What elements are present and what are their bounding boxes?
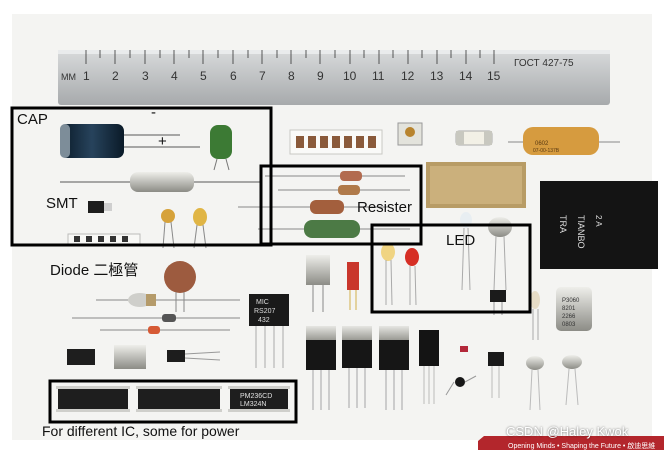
svg-text:6: 6 (230, 69, 237, 83)
photodiode (530, 291, 540, 340)
label-minus: - (151, 104, 156, 121)
to220-regulator-1 (306, 326, 336, 410)
footer-strip-text: Opening Minds • Shaping the Future • 啟迪思… (508, 443, 656, 450)
to126-transistor (419, 330, 439, 404)
pin-header (347, 262, 359, 310)
annotation-boxes (10, 106, 532, 424)
svg-text:PM236CD: PM236CD (240, 393, 272, 400)
svg-text:11: 11 (372, 69, 385, 83)
quartz-crystal: P3060 8201 2266 0803 (556, 287, 592, 331)
svg-text:0602: 0602 (535, 141, 549, 147)
metal-transistors (526, 355, 582, 411)
svg-text:9: 9 (317, 69, 324, 83)
resistors (238, 171, 410, 238)
svg-text:2 A: 2 A (594, 215, 603, 227)
ruler: MM 1 2 3 4 5 6 7 8 9 10 11 12 13 14 15 Г… (58, 50, 610, 105)
label-plus: + (158, 133, 167, 150)
dip-ic-1 (56, 386, 130, 412)
svg-text:1: 1 (83, 69, 90, 83)
to220-regulator-2 (342, 326, 372, 408)
small-diodes (445, 346, 477, 396)
svg-text:8201: 8201 (562, 306, 576, 312)
dip-ic-2 (136, 386, 222, 412)
trimmer-potentiometer (397, 122, 423, 146)
varistor-disc (164, 261, 196, 312)
relay: TRA TIANBO 2 A (540, 181, 658, 269)
dip-ic-3: PM236CD LM324N (228, 386, 290, 412)
box-resister (259, 164, 423, 246)
smd-resistor-strip (289, 129, 383, 155)
svg-text:LM324N: LM324N (240, 401, 266, 408)
box-led (370, 223, 532, 314)
svg-text:14: 14 (459, 69, 473, 83)
smd-capacitor (88, 201, 112, 213)
power-resistor (426, 162, 526, 208)
to220-regulator-3 (379, 326, 409, 410)
axial-capacitor (60, 172, 260, 192)
box-cap (10, 106, 273, 247)
film-capacitor (210, 125, 232, 171)
svg-text:MIC: MIC (256, 299, 269, 306)
svg-text:TRA: TRA (558, 215, 568, 233)
bridge-rectifier: MIC RS207 432 (249, 294, 289, 368)
ceramic-fuse: 0602 07-00-137B (508, 127, 620, 155)
label-cap: CAP (17, 111, 48, 128)
crystal-oscillator (306, 255, 330, 312)
ceramic-capacitors (161, 208, 207, 249)
svg-text:TIANBO: TIANBO (576, 215, 586, 249)
footer-strip: Opening Minds • Shaping the Future • 啟迪思… (478, 441, 664, 450)
svg-text:0803: 0803 (562, 322, 576, 328)
electrolytic-capacitor (60, 124, 200, 158)
svg-text:12: 12 (401, 69, 415, 83)
label-ic: For different IC, some for power (42, 423, 240, 439)
label-led: LED (446, 232, 476, 249)
svg-text:5: 5 (200, 69, 207, 83)
svg-text:4: 4 (171, 69, 178, 83)
svg-text:P3060: P3060 (562, 298, 580, 304)
svg-text:10: 10 (343, 69, 357, 83)
svg-text:13: 13 (430, 69, 444, 83)
box-ic (48, 379, 298, 424)
svg-text:2266: 2266 (562, 314, 576, 320)
label-diode: Diode 二極管 (50, 262, 139, 279)
label-smt: SMT (46, 195, 78, 212)
label-resister: Resister (357, 199, 413, 216)
ruler-unit: MM (61, 72, 76, 82)
diodes (72, 293, 240, 334)
to92-transistor-2 (488, 352, 504, 398)
metal-can-transistor (488, 217, 512, 291)
watermark: CSDN @Haley Kwok (506, 424, 629, 439)
small-relays (67, 345, 221, 369)
footer-red-strip (478, 436, 664, 450)
svg-text:RS207: RS207 (254, 308, 276, 315)
svg-text:7: 7 (259, 69, 266, 83)
smd-tape-strip (67, 233, 141, 245)
svg-text:07-00-137B: 07-00-137B (533, 148, 560, 154)
svg-text:2: 2 (112, 69, 119, 83)
ruler-standard: ГОСТ 427-75 (514, 58, 574, 69)
svg-text:15: 15 (487, 69, 501, 83)
svg-text:8: 8 (288, 69, 295, 83)
svg-text:432: 432 (258, 317, 270, 324)
svg-text:3: 3 (142, 69, 149, 83)
glass-fuse (455, 130, 493, 146)
